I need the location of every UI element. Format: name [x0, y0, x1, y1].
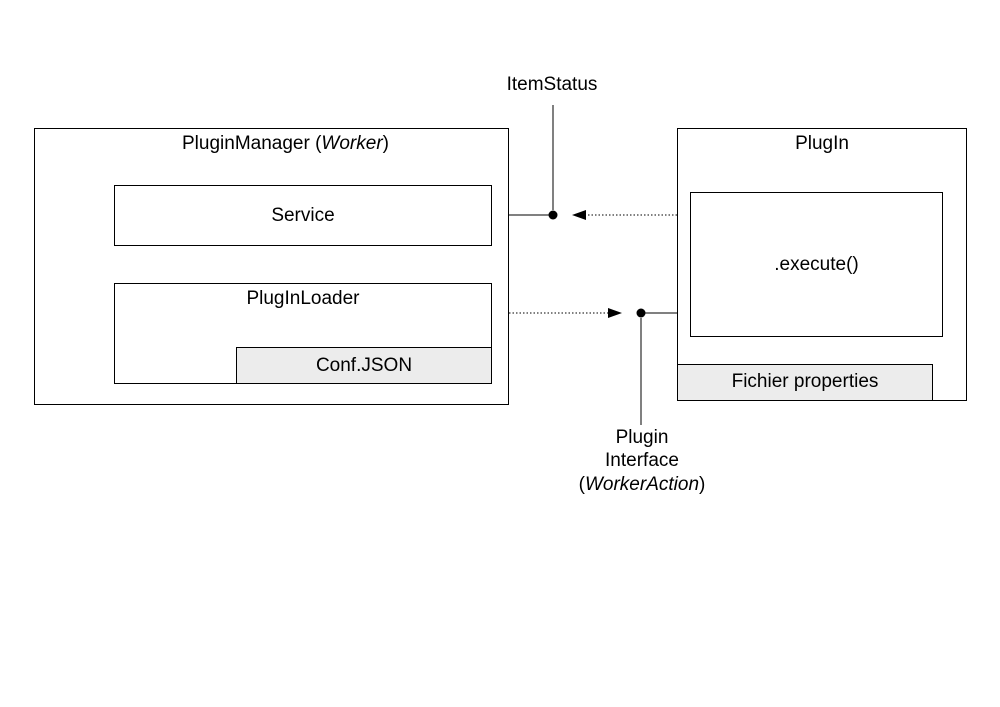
plugin-loader-label: PlugInLoader — [246, 288, 360, 309]
plugin-interface-open: ( — [578, 474, 585, 495]
item-status-label: ItemStatus — [506, 74, 598, 95]
execute-label: .execute() — [774, 254, 859, 275]
service-label: Service — [271, 205, 335, 226]
plugin-manager-title-text: PluginManager ( — [182, 133, 322, 154]
item-status-socket-dot — [548, 210, 558, 220]
plugin-interface-socket-dot — [636, 308, 646, 318]
plugin-manager-title-role: Worker — [321, 133, 383, 154]
plugin-interface-line3: (WorkerAction) — [552, 474, 732, 496]
plugin-interface-arrowhead — [608, 308, 622, 318]
plugin-interface-line1: Plugin — [615, 427, 669, 448]
item-status-arrowhead — [572, 210, 586, 220]
plugin-interface-line2: Interface — [605, 450, 679, 471]
plugin-manager-title: PluginManager (Worker) — [34, 133, 537, 155]
properties-box — [677, 364, 933, 401]
plugin-manager-title-close: ) — [382, 133, 389, 154]
conf-json-box — [236, 347, 492, 384]
conf-json-label: Conf.JSON — [315, 355, 413, 376]
plugin-interface-role: WorkerAction — [584, 474, 700, 495]
service-box — [114, 185, 492, 246]
properties-label: Fichier properties — [731, 371, 879, 392]
plugin-interface-close: ) — [699, 474, 706, 495]
execute-box — [690, 192, 943, 337]
plugin-title: PlugIn — [795, 133, 849, 154]
